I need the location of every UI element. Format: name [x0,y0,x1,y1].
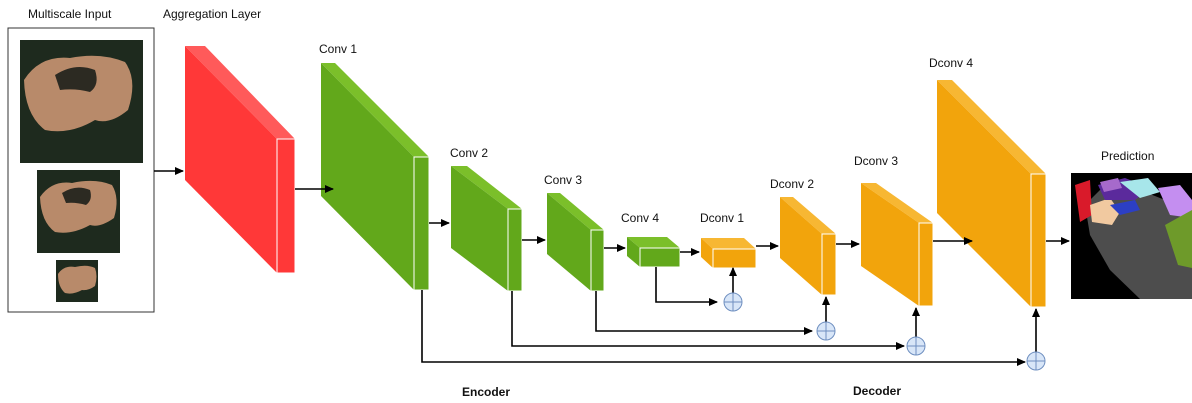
sum-node-2 [817,322,835,340]
conv3-block [547,193,604,291]
dconv4-label: Dconv 4 [929,56,973,70]
conv1-label: Conv 1 [319,42,357,56]
conv2-label: Conv 2 [450,146,488,160]
sum-node-4 [1027,352,1045,370]
hand-image-large [20,40,143,163]
dconv3-block [861,183,933,306]
conv4-label: Conv 4 [621,211,659,225]
prediction-image [1071,173,1192,299]
encoder-label: Encoder [462,385,510,399]
decoder-label: Decoder [853,384,901,398]
dconv3-label: Dconv 3 [854,154,898,168]
hand-image-medium [37,170,120,253]
prediction-label: Prediction [1101,149,1154,163]
dconv4-block [937,80,1046,307]
sum-node-1 [724,293,742,311]
hand-image-small [56,260,98,302]
multiscale-input-label: Multiscale Input [28,7,112,21]
conv1-block [321,63,429,290]
dconv1-block [701,238,756,268]
conv3-label: Conv 3 [544,173,582,187]
conv4-block [627,237,680,267]
aggregation-layer-label: Aggregation Layer [163,7,261,21]
dconv1-label: Dconv 1 [700,211,744,225]
conv2-block [451,166,522,291]
dconv2-block [780,197,836,295]
aggregation-layer-block [185,46,295,273]
dconv2-label: Dconv 2 [770,177,814,191]
sum-node-3 [907,337,925,355]
